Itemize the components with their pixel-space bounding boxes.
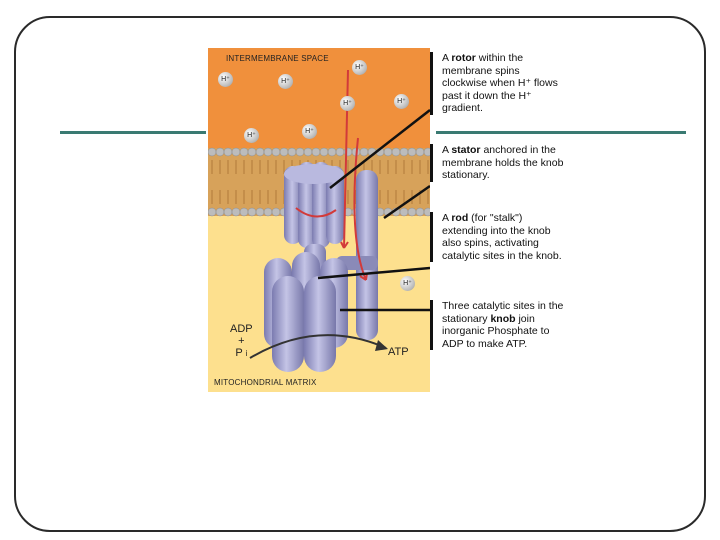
lipid-head xyxy=(391,147,401,157)
lipid-head xyxy=(263,207,273,217)
lipid-head xyxy=(279,147,289,157)
phosphate-symbol: P xyxy=(235,347,243,359)
callout-knob: Three catalytic sites in the stationary … xyxy=(430,300,566,350)
lipid-head xyxy=(223,207,233,217)
plus-text: + xyxy=(238,335,245,347)
title-rule xyxy=(60,131,206,134)
slide-frame xyxy=(14,16,706,532)
lipid-head xyxy=(399,147,409,157)
lipid-head xyxy=(359,147,369,157)
proton-ion: H⁺ xyxy=(394,94,409,109)
proton-ion: H⁺ xyxy=(244,128,259,143)
lipid-head xyxy=(319,147,329,157)
adp-pi-label: ADP + P i xyxy=(230,323,253,360)
proton-ion: H⁺ xyxy=(218,72,233,87)
lipid-head xyxy=(271,147,281,157)
callout-text: anchored in the membrane holds the knob … xyxy=(442,144,564,181)
atp-synthase-figure xyxy=(208,48,430,392)
lipid-head xyxy=(399,207,409,217)
rotor xyxy=(284,162,344,248)
lipid-head xyxy=(231,207,241,217)
proton-ion: H⁺ xyxy=(340,96,355,111)
pi-text: P i xyxy=(230,347,253,360)
lipid-head xyxy=(327,147,337,157)
callout-text: Three catalytic sites in the stationary xyxy=(442,300,564,325)
callout-term: rod xyxy=(451,212,469,224)
adp-text: ADP xyxy=(230,323,253,335)
lipid-head xyxy=(215,207,225,217)
proton-ion: H⁺ xyxy=(400,276,415,291)
lipid-head xyxy=(231,147,241,157)
lipid-head xyxy=(239,147,249,157)
callout-stator: A stator anchored in the membrane holds … xyxy=(430,144,566,182)
phosphate-subscript: i xyxy=(245,349,248,358)
lipid-head xyxy=(247,207,257,217)
lipid-head xyxy=(208,207,217,217)
proton-ion: H⁺ xyxy=(278,74,293,89)
lipid-head xyxy=(255,207,265,217)
lipid-head xyxy=(415,207,425,217)
lipid-head xyxy=(415,147,425,157)
callout-text: join inorganic Phosphate to ADP to make … xyxy=(442,312,550,350)
lipid-head xyxy=(287,147,297,157)
lipid-head xyxy=(295,147,305,157)
lipid-head xyxy=(255,147,265,157)
lipid-head xyxy=(335,147,345,157)
knob xyxy=(264,252,348,372)
lipid-head xyxy=(423,207,430,217)
lipid-head xyxy=(208,147,217,157)
proton-ion: H⁺ xyxy=(302,124,317,139)
lipid-head xyxy=(271,207,281,217)
adp-to-atp-arrow xyxy=(249,334,387,359)
lipid-head xyxy=(423,147,430,157)
atp-label: ATP xyxy=(388,346,409,358)
lipid-head xyxy=(303,147,313,157)
atp-synthase-diagram: INTERMEMBRANE SPACE MITOCHONDRIAL MATRIX… xyxy=(208,48,430,392)
callout-rotor: A rotor within the membrane spins clockw… xyxy=(430,52,566,115)
lipid-head xyxy=(223,147,233,157)
lipid-head xyxy=(383,147,393,157)
callout-term: knob xyxy=(490,312,516,325)
callout-pointer-lines xyxy=(317,109,430,312)
proton-ion: H⁺ xyxy=(352,60,367,75)
lipid-head xyxy=(263,147,273,157)
lipid-head xyxy=(407,147,417,157)
stator xyxy=(356,170,378,340)
lipid-head xyxy=(311,147,321,157)
callout-term: rotor xyxy=(451,52,476,64)
callout-text: A xyxy=(442,144,452,156)
lipid-head xyxy=(239,207,249,217)
callout-text: (for "stalk") extending into the knob al… xyxy=(442,212,562,262)
callout-text: A xyxy=(442,212,452,224)
callout-term: stator xyxy=(451,144,481,156)
lipid-head xyxy=(247,147,257,157)
callout-rod: A rod (for "stalk") extending into the k… xyxy=(430,212,566,262)
title-rule-right xyxy=(436,131,686,134)
lipid-head xyxy=(407,207,417,217)
matrix-label: MITOCHONDRIAL MATRIX xyxy=(214,378,317,387)
intermembrane-label: INTERMEMBRANE SPACE xyxy=(226,54,329,63)
lipid-head xyxy=(215,147,225,157)
callout-text: within the membrane spins clockwise when… xyxy=(442,52,558,114)
callout-text: A xyxy=(442,52,452,64)
